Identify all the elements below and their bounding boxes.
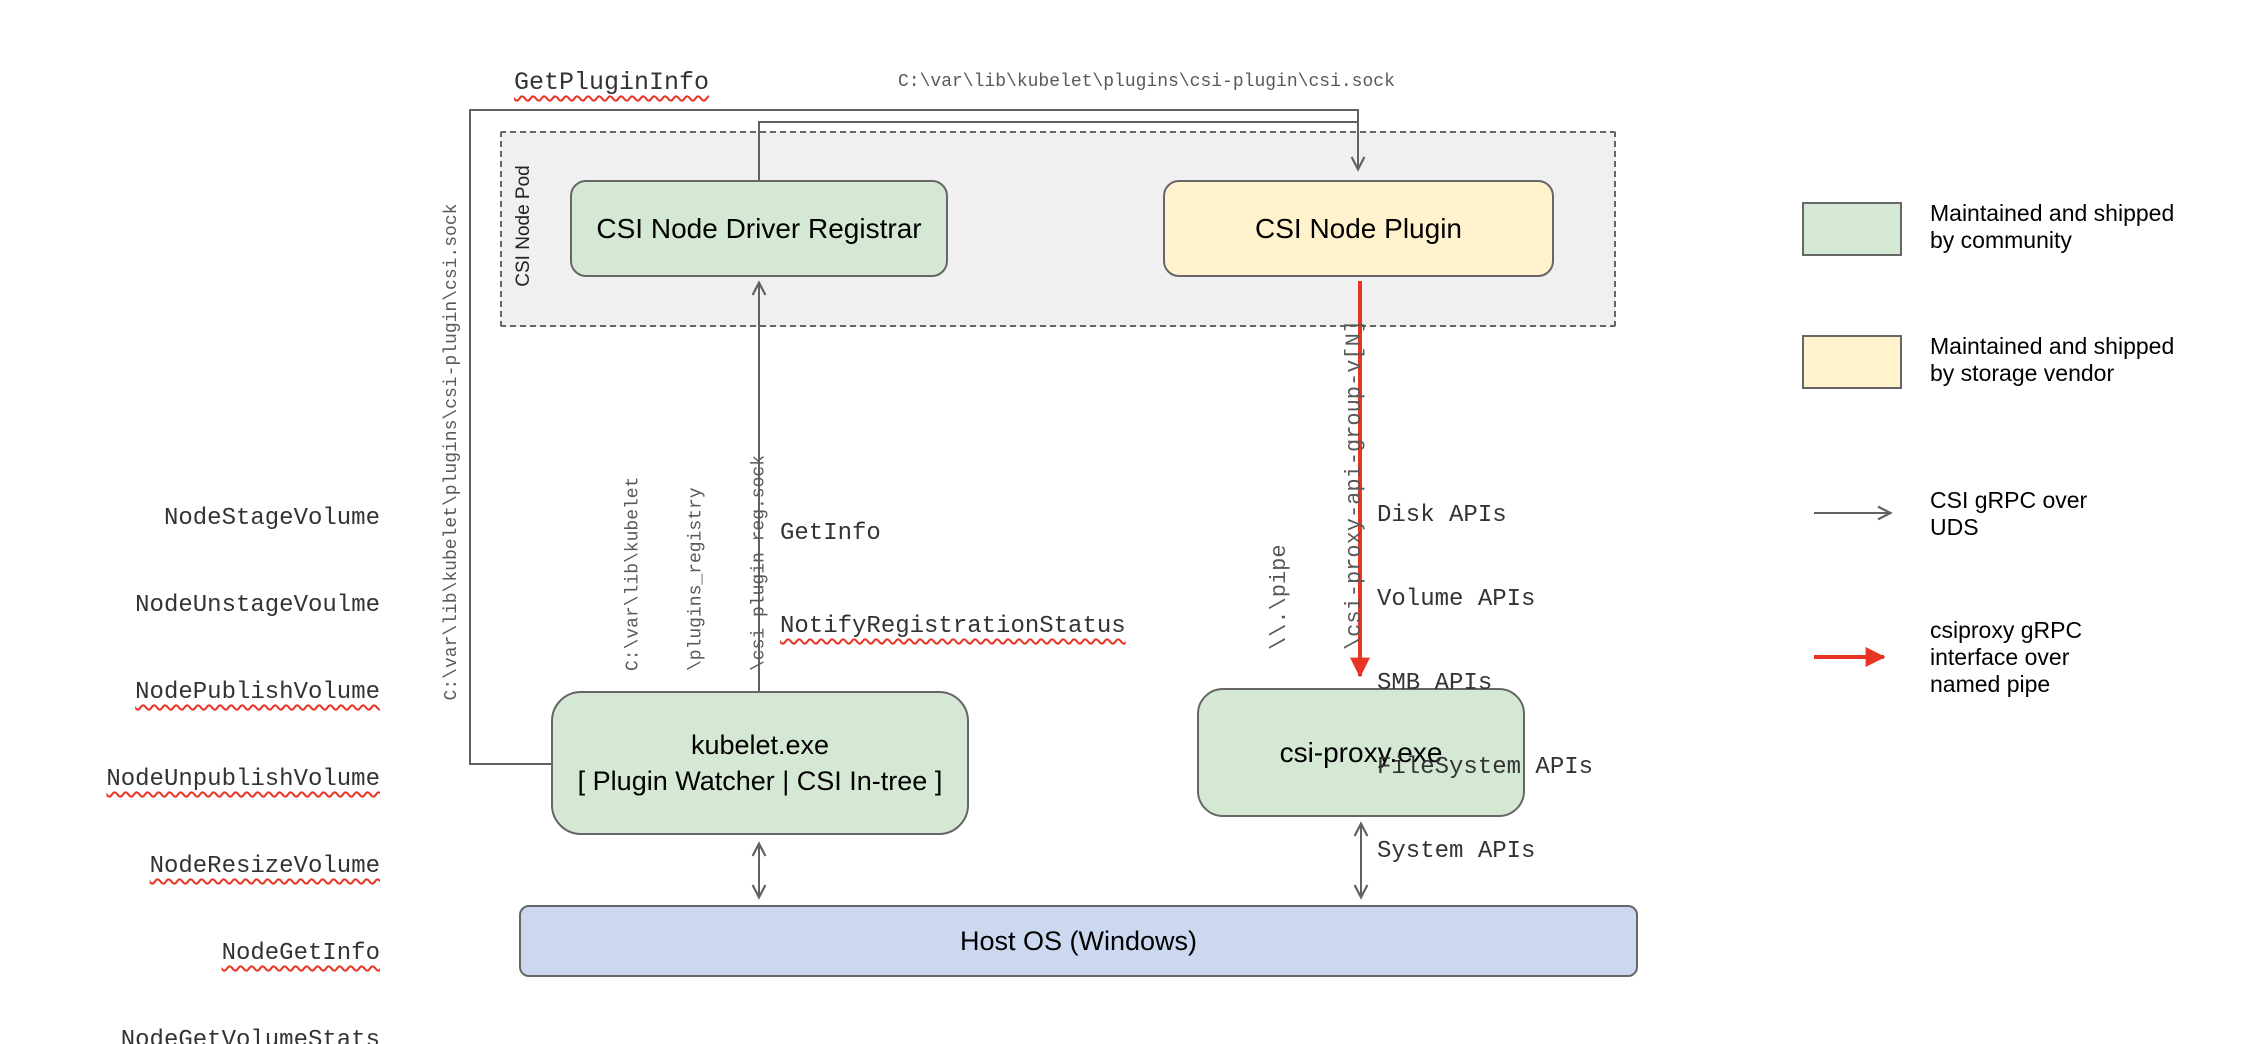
kubelet-box: kubelet.exe [ Plugin Watcher | CSI In-tr…	[551, 691, 969, 835]
host-os-label: Host OS (Windows)	[959, 925, 1198, 956]
csi-node-driver-registrar-label: CSI Node Driver Registrar	[596, 212, 922, 244]
legend-vendor-line1: Maintained and shipped	[1930, 333, 2175, 359]
kubelet-label-line2: [ Plugin Watcher | CSI In-tree ]	[577, 766, 943, 796]
node-call-item: NodeGetVolumeStats	[120, 1027, 380, 1044]
legend-namedpipe-line2: interface over	[1930, 644, 2070, 670]
legend-vendor-line2: by storage vendor	[1930, 360, 2115, 386]
csi-sock-path-top-label: C:\var\lib\kubelet\plugins\csi-plugin\cs…	[898, 72, 1395, 92]
legend-vendor-text: Maintained and shipped by storage vendor	[1930, 333, 2174, 387]
get-info-label: GetInfo	[780, 520, 881, 547]
csi-node-pod-label: CSI Node Pod	[513, 165, 534, 287]
legend-uds-text: CSI gRPC over UDS	[1930, 487, 2087, 541]
legend-uds-line2: UDS	[1930, 514, 1979, 540]
named-pipe-path-line2: \csi-proxy-api-group-v[N]	[1342, 319, 1367, 651]
named-pipe-path-line1: \\.\pipe	[1267, 544, 1292, 651]
node-call-item: NodePublishVolume	[135, 679, 380, 706]
csi-proxy-label: csi-proxy.exe	[1279, 736, 1443, 768]
legend-namedpipe-text: csiproxy gRPC interface over named pipe	[1930, 617, 2082, 698]
legend-community-swatch	[1802, 202, 1902, 256]
api-list-item: FileSystem APIs	[1377, 754, 1594, 781]
edge-registrar-to-plugin-uds	[758, 121, 1357, 180]
legend-community-text: Maintained and shipped by community	[1930, 200, 2174, 254]
node-call-item: NodeGetInfo	[221, 940, 380, 967]
registry-sock-path-line1: C:\var\lib\kubelet	[623, 476, 644, 672]
legend-namedpipe-line1: csiproxy gRPC	[1930, 617, 2083, 643]
csi-sock-path-left-label: C:\var\lib\kubelet\plugins\csi-plugin\cs…	[442, 203, 462, 701]
notify-registration-status-label: NotifyRegistrationStatus	[780, 613, 1126, 640]
node-call-item: NodeUnpublishVolume	[106, 766, 380, 793]
node-call-item: NodeUnstageVoulme	[135, 592, 380, 619]
node-call-item: NodeStageVolume	[163, 505, 380, 532]
csi-node-plugin-box: CSI Node Plugin	[1163, 180, 1554, 277]
api-list-item: Disk APIs	[1377, 502, 1507, 529]
registry-sock-path-line2: \plugins_registry	[686, 487, 707, 672]
registry-sock-path-label: C:\var\lib\kubelet \plugins_registry \cs…	[582, 455, 813, 671]
node-csi-calls-list: NodeStageVolume NodeUnstageVoulme NodePu…	[80, 446, 380, 1044]
api-list-item: Volume APIs	[1377, 586, 1536, 613]
edge-kubelet-to-plugin-uds	[469, 109, 1366, 765]
kubelet-label-line1: kubelet.exe	[690, 730, 830, 760]
get-plugin-info-label: GetPluginInfo	[514, 68, 710, 97]
registry-sock-path-line3: \csi-plugin-reg.sock	[749, 454, 770, 672]
legend-community-line2: by community	[1930, 227, 2072, 253]
api-list-item: SMB APIs	[1377, 670, 1493, 697]
node-call-item: NodeResizeVolume	[149, 853, 380, 880]
csiproxy-api-list: Disk APIs Volume APIs SMB APIs FileSyste…	[1377, 446, 1593, 922]
csi-node-plugin-label: CSI Node Plugin	[1254, 212, 1462, 244]
legend-namedpipe-line3: named pipe	[1930, 671, 2051, 697]
legend-uds-line1: CSI gRPC over	[1930, 487, 2088, 513]
api-list-item: System APIs	[1377, 838, 1536, 865]
host-os-box: Host OS (Windows)	[519, 905, 1638, 977]
registration-calls-label: GetInfo NotifyRegistrationStatus	[780, 456, 1126, 704]
csi-proxy-box: csi-proxy.exe	[1197, 688, 1525, 817]
legend-vendor-swatch	[1802, 335, 1902, 389]
csi-node-driver-registrar-box: CSI Node Driver Registrar	[570, 180, 948, 277]
legend-community-line1: Maintained and shipped	[1930, 200, 2175, 226]
